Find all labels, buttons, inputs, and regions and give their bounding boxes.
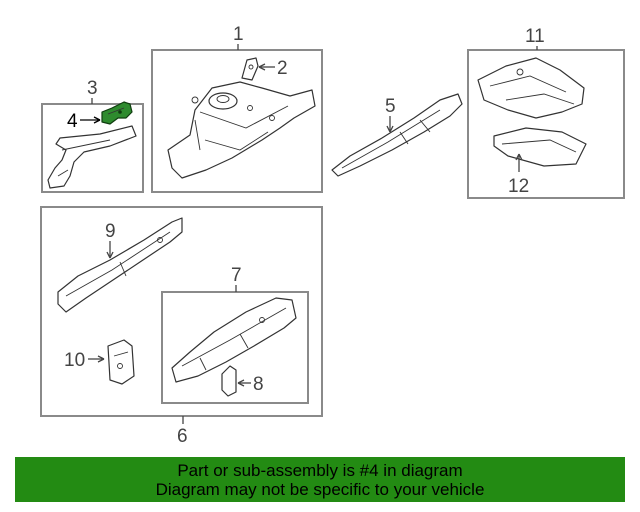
part-9-side-member[interactable] [57, 217, 183, 313]
arrow-9 [106, 251, 114, 259]
callout-1[interactable]: 1 [233, 24, 244, 45]
arrow-10 [97, 355, 105, 363]
part-4-highlighted-bracket[interactable] [101, 101, 133, 125]
parts-diagram: 1 2 3 4 5 11 [40, 24, 625, 447]
arrow-5 [386, 125, 394, 133]
callout-7[interactable]: 7 [231, 265, 242, 286]
callout-6[interactable]: 6 [177, 426, 188, 447]
frame-group-1 [151, 49, 323, 193]
arrow-2 [258, 63, 266, 71]
callout-4[interactable]: 4 [67, 111, 78, 132]
frame-group-11 [467, 49, 625, 199]
banner-line-2: Diagram may not be specific to your vehi… [155, 479, 485, 499]
frame-group-7 [161, 291, 309, 404]
callout-12[interactable]: 12 [508, 176, 529, 197]
part-7-inner-fender[interactable] [171, 297, 297, 383]
part-10-bracket[interactable] [107, 339, 135, 385]
callout-5[interactable]: 5 [385, 96, 396, 117]
callout-2[interactable]: 2 [277, 58, 288, 79]
frame-group-6 [40, 206, 323, 417]
part-11-rear-assembly[interactable] [477, 57, 585, 119]
callout-8[interactable]: 8 [253, 374, 264, 395]
banner-line-1: Part or sub-assembly is #4 in diagram [177, 460, 463, 480]
arrow-8 [237, 379, 245, 387]
arrow-12 [515, 153, 523, 161]
callout-3[interactable]: 3 [87, 78, 98, 99]
callout-9[interactable]: 9 [105, 221, 116, 242]
part-3-support-bracket[interactable] [47, 125, 137, 189]
arrow-4 [93, 116, 101, 124]
part-2-bracket[interactable] [241, 57, 259, 81]
part-12-rear-member[interactable] [493, 127, 587, 167]
info-banner: Part or sub-assembly is #4 in diagram Di… [15, 457, 625, 502]
part-1-apron-assembly[interactable] [167, 81, 316, 179]
callout-10[interactable]: 10 [64, 350, 85, 371]
part-5-rail[interactable] [331, 93, 463, 177]
part-8-plate[interactable] [221, 365, 237, 397]
callout-11[interactable]: 11 [525, 26, 545, 47]
